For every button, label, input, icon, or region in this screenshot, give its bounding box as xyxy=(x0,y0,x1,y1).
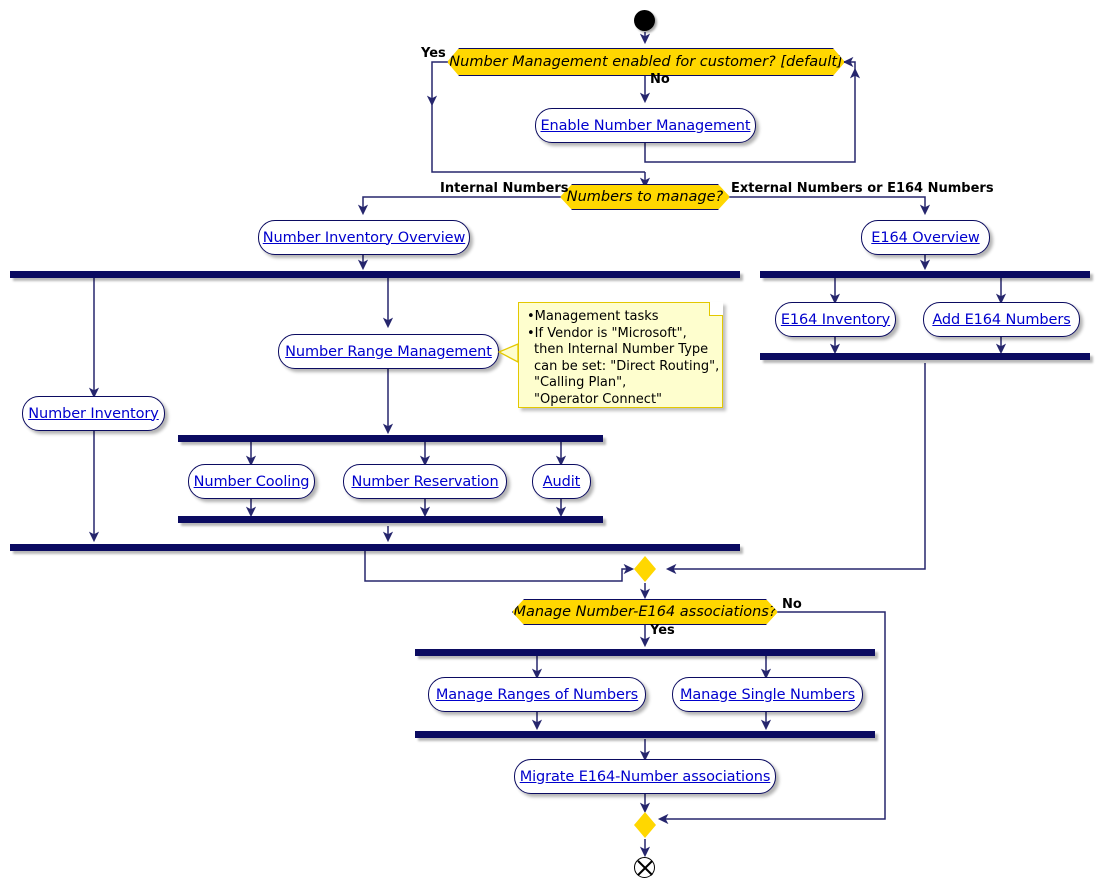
decision-label: Manage Number-E164 associations? xyxy=(513,604,777,620)
join-bar-inner xyxy=(178,516,603,523)
activity-add-e164-numbers[interactable]: Add E164 Numbers xyxy=(923,302,1080,337)
join-bar-left-branch xyxy=(10,544,740,551)
note-lines: Management tasks If Vendor is "Microsoft… xyxy=(527,309,720,408)
activity-e164-overview[interactable]: E164 Overview xyxy=(861,220,990,255)
activity-audit[interactable]: Audit xyxy=(532,464,591,499)
edge-label-d3-yes: Yes xyxy=(650,623,675,638)
activity-number-range-management[interactable]: Number Range Management xyxy=(278,334,499,369)
activity-label: Manage Ranges of Numbers xyxy=(435,686,639,703)
activity-e164-inventory[interactable]: E164 Inventory xyxy=(775,302,896,337)
join-bar-lower xyxy=(415,731,875,738)
note-line: "Calling Plan", xyxy=(534,375,627,390)
merge-diamond-upper xyxy=(634,556,656,582)
activity-label: Audit xyxy=(542,473,581,490)
note-line: then Internal Number Type xyxy=(534,342,709,357)
activity-label: Number Range Management xyxy=(285,343,492,360)
note-line: If Vendor is "Microsoft", xyxy=(527,326,714,343)
activity-label: E164 Overview xyxy=(871,229,980,246)
fork-bar-inner xyxy=(178,435,603,442)
activity-label: E164 Inventory xyxy=(780,311,891,328)
note-line: can be set: "Direct Routing", xyxy=(534,358,720,374)
activity-number-reservation[interactable]: Number Reservation xyxy=(343,464,507,499)
activity-number-inventory[interactable]: Number Inventory xyxy=(22,396,165,431)
activity-label: Enable Number Management xyxy=(540,117,751,134)
activity-manage-single-numbers[interactable]: Manage Single Numbers xyxy=(672,677,863,712)
activity-number-inventory-overview[interactable]: Number Inventory Overview xyxy=(258,220,470,255)
join-bar-right-branch xyxy=(760,353,1090,360)
start-node xyxy=(634,10,655,31)
decision-numbers-to-manage[interactable]: Numbers to manage? xyxy=(560,184,730,210)
note-management-tasks: Management tasks If Vendor is "Microsoft… xyxy=(518,302,723,408)
edge-label-d2-external: External Numbers or E164 Numbers xyxy=(731,181,994,196)
activity-migrate-e164-number-associations[interactable]: Migrate E164-Number associations xyxy=(514,759,776,794)
activity-label: Number Reservation xyxy=(351,473,499,490)
fork-bar-left-branch xyxy=(10,271,740,278)
activity-number-cooling[interactable]: Number Cooling xyxy=(188,464,315,499)
decision-label: Number Management enabled for customer? … xyxy=(449,54,843,70)
edge-label-d1-yes: Yes xyxy=(421,46,446,61)
decision-label: Numbers to manage? xyxy=(566,189,724,205)
edge-label-d2-internal: Internal Numbers xyxy=(440,181,569,196)
decision-manage-number-e164-associations[interactable]: Manage Number-E164 associations? xyxy=(512,599,778,625)
decision-number-management-enabled[interactable]: Number Management enabled for customer? … xyxy=(447,48,845,76)
edge-label-d1-no: No xyxy=(650,72,670,87)
fork-bar-lower xyxy=(415,649,875,656)
activity-label: Number Inventory Overview xyxy=(262,229,466,246)
activity-manage-ranges-of-numbers[interactable]: Manage Ranges of Numbers xyxy=(428,677,646,712)
activity-label: Number Inventory xyxy=(28,405,159,422)
activity-label: Manage Single Numbers xyxy=(679,686,856,703)
fork-bar-right-branch xyxy=(760,271,1090,278)
merge-diamond-lower xyxy=(634,812,656,838)
activity-enable-number-management[interactable]: Enable Number Management xyxy=(535,108,756,143)
end-node xyxy=(634,857,655,878)
activity-label: Number Cooling xyxy=(193,473,310,490)
note-line: Management tasks xyxy=(527,309,714,326)
activity-label: Add E164 Numbers xyxy=(932,311,1071,328)
note-line: "Operator Connect" xyxy=(534,391,663,407)
activity-label: Migrate E164-Number associations xyxy=(519,768,771,785)
edge-label-d3-no: No xyxy=(782,597,802,612)
note-fold-corner xyxy=(709,302,723,316)
